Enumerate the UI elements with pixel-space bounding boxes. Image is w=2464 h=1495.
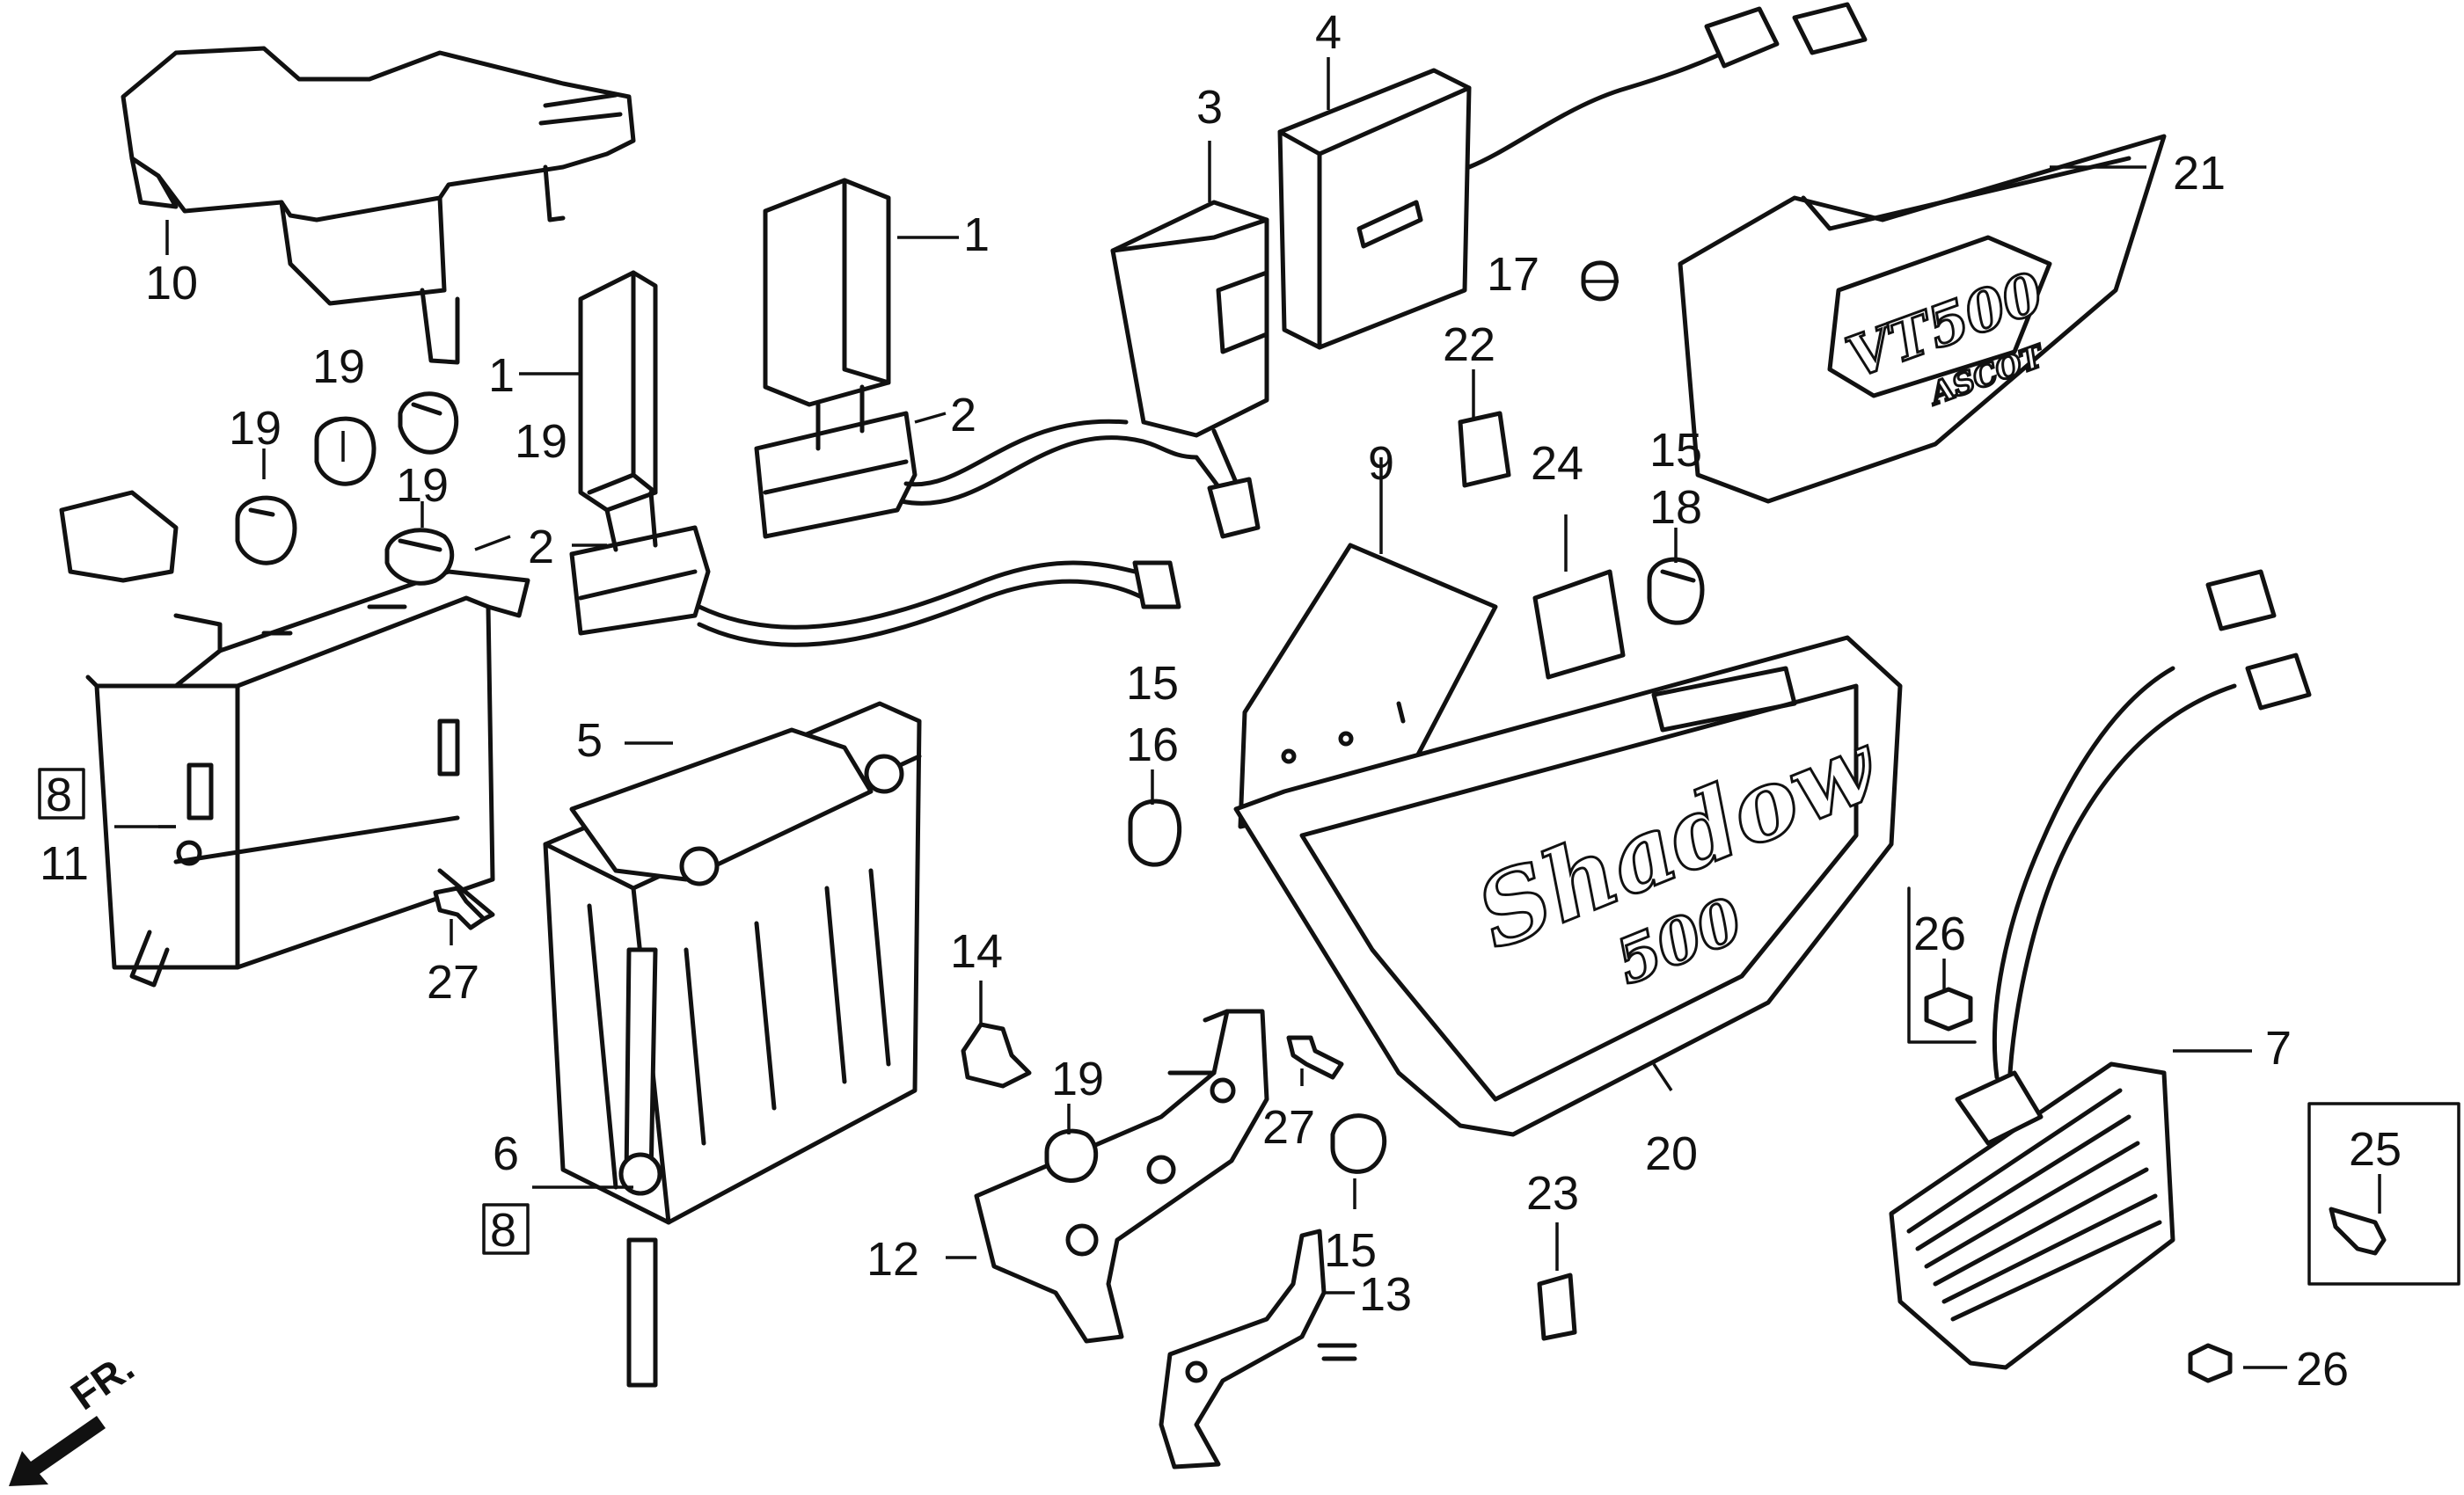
- callout-21: 21: [2173, 147, 2226, 200]
- callout-25: 25: [2349, 1123, 2402, 1176]
- part-19-grommet-c: [398, 391, 459, 455]
- front-direction-label: FR.: [62, 1344, 143, 1418]
- part-02-relay-holder-left: [569, 490, 711, 636]
- part-24-label: [1532, 569, 1626, 680]
- callout-17: 17: [1487, 248, 1539, 301]
- callout-16: 16: [1126, 718, 1179, 771]
- callout-5: 5: [576, 714, 603, 767]
- part-02-relay-holder-right: [754, 384, 918, 539]
- callout-14: 14: [950, 925, 1003, 978]
- part-23-label: [1537, 1273, 1577, 1341]
- callout-13: 13: [1359, 1268, 1412, 1321]
- callout-22: 22: [1443, 318, 1495, 371]
- part-03-fuse-box-bracket: [1110, 200, 1269, 438]
- callout-7: 7: [2265, 1022, 2292, 1075]
- part-01-relay-left: [578, 270, 658, 513]
- callout-8: 8: [490, 1204, 516, 1257]
- callout-labels: 1 1 2 2 3 4 5 6 7 8 8 9 10 11 12 13 14 1…: [38, 6, 2402, 1396]
- part-04-control-unit: [1277, 2, 1868, 350]
- inset-box-25: [2307, 1102, 2460, 1286]
- callout-8-boxed: 8: [482, 1203, 530, 1257]
- callout-1: 1: [488, 349, 515, 402]
- part-12-battery-holder-plate: [974, 1009, 1269, 1344]
- callout-8-boxed: 8: [38, 768, 85, 821]
- callout-20: 20: [1645, 1127, 1698, 1180]
- callout-11: 11: [40, 837, 89, 890]
- callout-19: 19: [396, 459, 449, 512]
- callout-24: 24: [1531, 437, 1583, 490]
- inset-bracket-26: [1907, 886, 1977, 1044]
- callout-15: 15: [1324, 1224, 1377, 1277]
- part-26-nut-upper: [1924, 987, 1973, 1032]
- callout-26: 26: [1913, 908, 1966, 960]
- callout-9: 9: [1368, 437, 1394, 490]
- callout-8: 8: [46, 769, 72, 821]
- callout-19: 19: [312, 340, 365, 393]
- part-27-bolt-b: [1286, 1035, 1344, 1080]
- part-19-grommet-d: [384, 528, 455, 586]
- callout-27: 27: [427, 956, 479, 1009]
- callout-27: 27: [1262, 1101, 1315, 1154]
- callout-19: 19: [229, 402, 281, 455]
- callout-19: 19: [1051, 1053, 1104, 1105]
- callout-1: 1: [963, 208, 990, 261]
- callout-19: 19: [515, 415, 567, 468]
- part-05-battery: [543, 701, 922, 1225]
- leader-lines: [114, 57, 2381, 1369]
- part-20-side-cover-left: Shadow 500: [1233, 635, 1903, 1137]
- part-21-side-cover-right: VT500 ASCOT: [1678, 134, 2167, 504]
- part-19-grommet-e: [1044, 1128, 1099, 1183]
- callout-23: 23: [1526, 1167, 1579, 1220]
- part-01-relay-right: [763, 178, 891, 407]
- callout-15: 15: [1126, 657, 1179, 710]
- wiring-harness: [697, 419, 1261, 647]
- part-19-grommet-a: [235, 495, 297, 565]
- part-22-label: [1458, 411, 1511, 488]
- callout-15: 15: [1649, 424, 1702, 477]
- part-07-regulator-rectifier: [1889, 569, 2312, 1370]
- part-18-grommet: [1647, 557, 1705, 625]
- callout-2: 2: [528, 521, 554, 573]
- callout-10: 10: [145, 257, 198, 310]
- part-27-bolt-a: [433, 886, 486, 930]
- part-19-grommet-b: [314, 416, 377, 486]
- callout-26: 26: [2296, 1343, 2349, 1396]
- part-13-bracket: [1159, 1229, 1357, 1469]
- part-06-battery-band: [618, 947, 662, 1388]
- part-10-top-cover: [121, 46, 636, 365]
- callout-18: 18: [1649, 481, 1702, 534]
- front-direction-arrow: FR.: [9, 1344, 142, 1486]
- part-14-clip: [961, 1022, 1032, 1089]
- part-25-screw: [2329, 1207, 2387, 1256]
- callout-12: 12: [866, 1233, 919, 1286]
- part-26-nut-lower: [2188, 1343, 2233, 1383]
- callout-2: 2: [950, 389, 976, 441]
- part-15-grommet-lower: [1330, 1113, 1387, 1174]
- callout-4: 4: [1315, 6, 1342, 59]
- callout-6: 6: [493, 1127, 519, 1180]
- part-16-grommet: [1128, 799, 1182, 867]
- callout-3: 3: [1196, 81, 1223, 134]
